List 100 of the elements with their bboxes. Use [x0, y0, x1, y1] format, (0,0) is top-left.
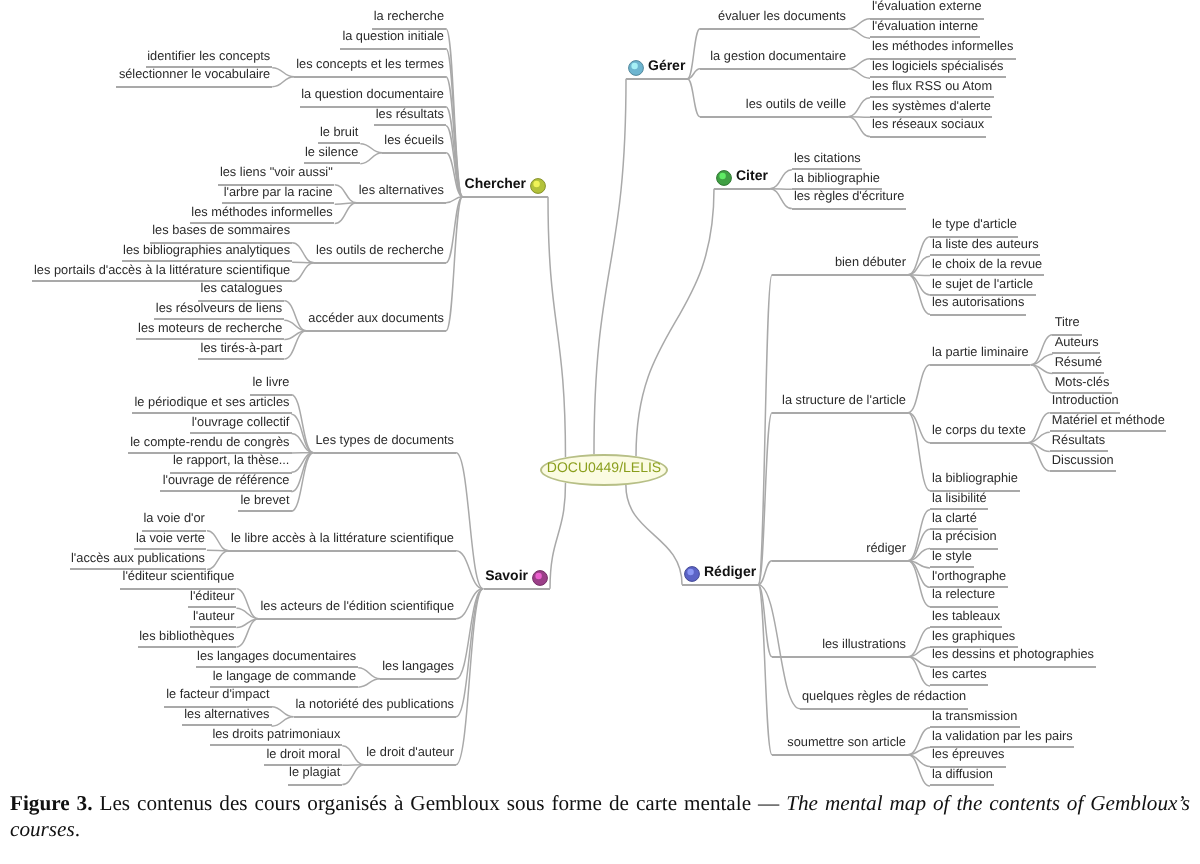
- branch-line: [445, 76, 464, 198]
- main-topic: [462, 178, 548, 198]
- branch-line: [625, 484, 683, 586]
- branch-line: [907, 560, 931, 569]
- branch-line: [359, 143, 384, 154]
- branch-line: [290, 452, 315, 454]
- branch-line: [290, 394, 315, 454]
- branch-line: [290, 452, 315, 474]
- branch-line: [686, 28, 701, 80]
- branch-line: [235, 618, 260, 648]
- branch-line: [333, 202, 358, 205]
- branch-line: [270, 706, 295, 718]
- branch-line: [455, 452, 484, 590]
- branch-line: [357, 678, 381, 688]
- branch-line: [290, 413, 315, 454]
- branch-line: [290, 432, 315, 454]
- branch-line: [757, 584, 773, 756]
- branch-line: [1027, 442, 1051, 472]
- branch-line: [445, 196, 464, 264]
- branch-line: [1029, 334, 1054, 366]
- figure-caption: Figure 3. Les contenus des cours organisés à Gembloux sous forme de carte mentale — The mental map of the contents of Gembloux’s courses.: [10, 792, 1190, 844]
- branch-line: [769, 188, 793, 190]
- branch-line: [686, 68, 701, 80]
- branch-line: [907, 364, 931, 414]
- branch-line: [271, 67, 295, 78]
- branch-line: [359, 152, 384, 165]
- branch-line: [445, 196, 464, 332]
- branch-line: [847, 18, 871, 30]
- branch-line: [757, 274, 773, 586]
- branch-line: [907, 274, 931, 316]
- branch-line: [455, 550, 484, 590]
- branch-line: [907, 412, 931, 444]
- branch-line: [341, 764, 366, 766]
- branch-line: [1029, 353, 1054, 366]
- main-topic: [483, 570, 550, 590]
- branch-line: [283, 330, 308, 341]
- branch-line: [333, 202, 358, 225]
- branch-line: [907, 528, 931, 562]
- branch-line: [769, 188, 793, 210]
- branch-line: [445, 106, 464, 198]
- main-topic: [626, 60, 688, 80]
- branch-line: [206, 549, 230, 552]
- branch-line: [757, 584, 801, 710]
- branch-line: [291, 242, 315, 264]
- branch-line: [271, 76, 295, 88]
- branch-line: [593, 78, 627, 455]
- branch-line: [235, 618, 260, 629]
- branch-line: [206, 530, 230, 552]
- branch-line: [341, 764, 366, 786]
- branch-line: [291, 262, 315, 283]
- branch-line: [549, 482, 567, 590]
- branch-line: [206, 550, 230, 571]
- branch-line: [333, 184, 358, 204]
- branch-line: [455, 588, 484, 680]
- branch-line: [757, 584, 773, 658]
- branch-line: [635, 188, 715, 457]
- branch-line: [847, 68, 871, 79]
- branch-line: [907, 274, 931, 277]
- branch-line: [907, 656, 931, 668]
- branch-line: [455, 588, 484, 620]
- branch-line: [847, 116, 871, 118]
- branch-line: [235, 607, 260, 620]
- branch-line: [290, 452, 315, 512]
- branch-line: [907, 547, 931, 562]
- branch-line: [907, 274, 931, 296]
- branch-line: [847, 116, 871, 138]
- branch-line: [235, 588, 260, 620]
- branch-line: [907, 509, 931, 562]
- branch-line: [907, 560, 931, 589]
- branch-line: [847, 58, 871, 70]
- branch-line: [907, 412, 931, 492]
- branch-line: [283, 330, 308, 360]
- branch-line: [1029, 364, 1054, 394]
- branch-line: [686, 78, 701, 118]
- branch-line: [547, 196, 567, 458]
- branch-line: [1027, 431, 1051, 444]
- branch-line: [1027, 412, 1051, 444]
- branch-line: [357, 667, 381, 680]
- main-topic: [714, 170, 770, 190]
- branch-line: [455, 588, 484, 718]
- branch-line: [445, 196, 464, 204]
- branch-line: [907, 236, 931, 276]
- branch-line: [283, 300, 308, 332]
- branch-line: [907, 656, 931, 687]
- branch-line: [757, 560, 773, 586]
- branch-line: [769, 169, 793, 190]
- branch-line: [283, 319, 308, 332]
- main-topic: [682, 566, 759, 586]
- branch-line: [291, 261, 315, 264]
- branch-line: [907, 754, 931, 768]
- branch-line: [907, 746, 931, 756]
- branch-line: [757, 412, 773, 586]
- branch-line: [907, 646, 931, 658]
- branch-line: [445, 152, 464, 198]
- branch-line: [907, 560, 931, 608]
- branch-line: [1029, 364, 1054, 375]
- branch-line: [290, 452, 315, 493]
- branch-line: [847, 97, 871, 118]
- branch-line: [270, 716, 295, 727]
- branch-line: [907, 627, 931, 658]
